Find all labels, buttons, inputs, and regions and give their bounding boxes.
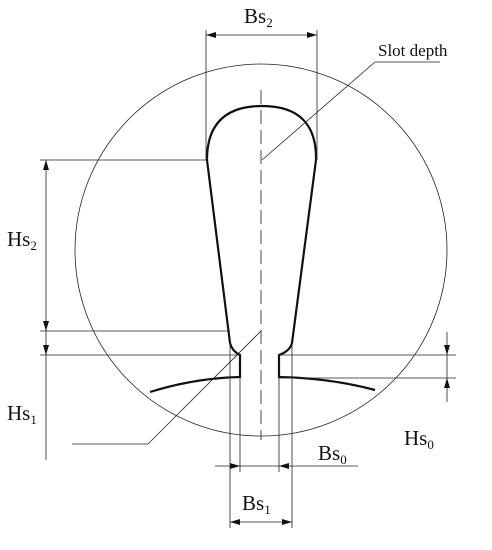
bs1-arrow-right [282, 519, 292, 525]
hs2-arrow-bottom [43, 321, 49, 331]
hs0-arrow-top [444, 345, 450, 355]
slot-depth-label: Slot depth [378, 41, 448, 60]
bs2-arrow-left [206, 32, 216, 38]
bs0-arrow-right [279, 463, 289, 469]
bore-arc-right [278, 375, 376, 392]
slot-depth-leader [261, 61, 376, 161]
hs0-label: Hs0 [404, 426, 434, 452]
hs1-arrow [43, 345, 49, 355]
bs2-label: Bs2 [244, 4, 273, 30]
bs1-arrow-left [230, 519, 240, 525]
bs0-label: Bs0 [318, 441, 347, 467]
hs2-arrow-top [43, 160, 49, 170]
bore-arc-left [149, 375, 241, 394]
hs0-arrow-bottom [444, 378, 450, 388]
hs1-label: Hs1 [7, 401, 37, 427]
bs0-arrow-left [230, 463, 240, 469]
hs2-label: Hs2 [7, 227, 37, 253]
slot-outline [205, 104, 318, 378]
lower-leader [147, 330, 262, 445]
bs2-arrow-right [307, 32, 317, 38]
bs1-label: Bs1 [242, 491, 271, 517]
